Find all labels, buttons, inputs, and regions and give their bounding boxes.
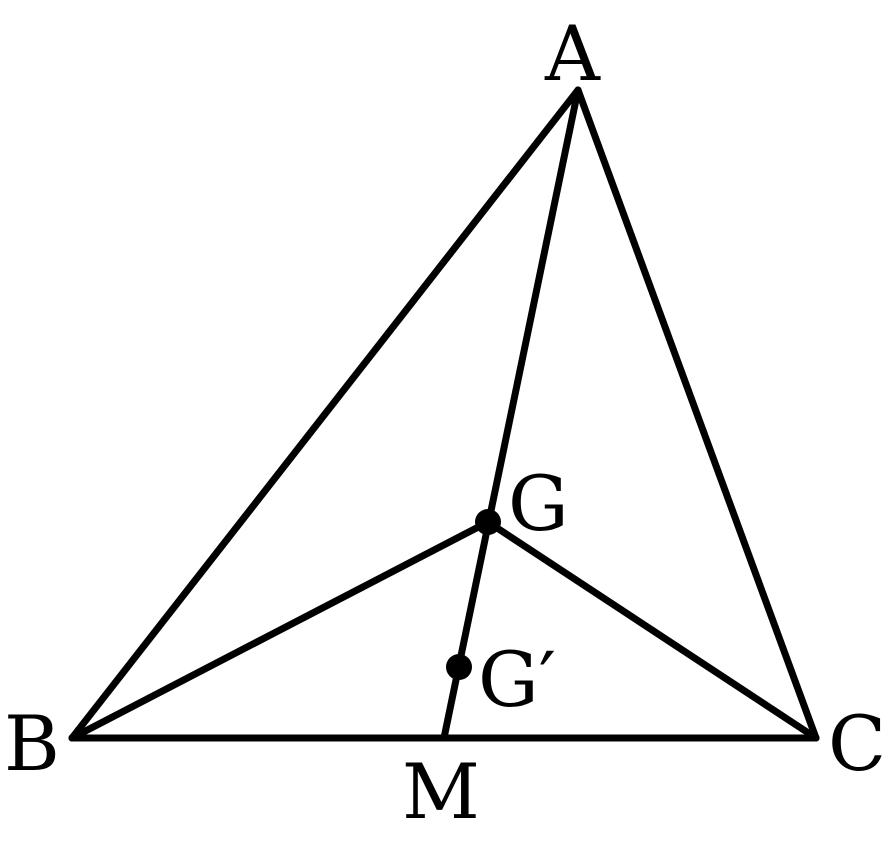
median-am: [440, 86, 582, 742]
segment-gb: [68, 518, 492, 742]
label-g-prime: G′: [478, 635, 556, 724]
side-ab: [68, 86, 582, 742]
side-ac: [574, 86, 820, 742]
label-c: C: [828, 699, 886, 788]
label-a: A: [544, 9, 601, 98]
point-g-prime: [446, 654, 472, 680]
label-g: G: [508, 459, 569, 548]
segment-gc: [484, 518, 820, 742]
point-g: [475, 509, 501, 535]
label-b: B: [4, 699, 60, 788]
label-m: M: [402, 747, 480, 836]
